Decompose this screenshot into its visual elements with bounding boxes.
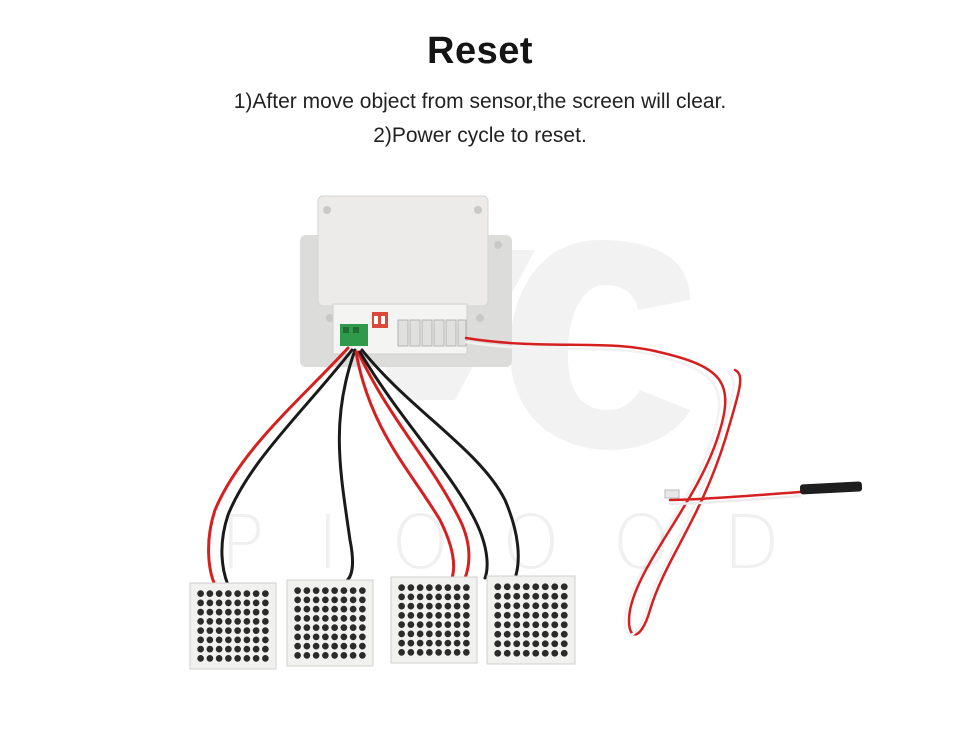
led-matrix-group	[189, 575, 576, 670]
page-title: Reset	[427, 30, 533, 72]
wires	[207, 336, 802, 637]
instruction-line-2: 2)Power cycle to reset.	[373, 124, 587, 147]
controller-box	[300, 195, 512, 367]
led-matrix	[486, 575, 576, 665]
led-matrix	[390, 576, 478, 664]
led-matrix	[189, 582, 277, 670]
sensor-probe	[799, 481, 863, 495]
instruction-line-1: 1)After move object from sensor,the scre…	[233, 90, 727, 113]
cable-tie	[664, 489, 680, 499]
led-matrix	[286, 579, 374, 667]
